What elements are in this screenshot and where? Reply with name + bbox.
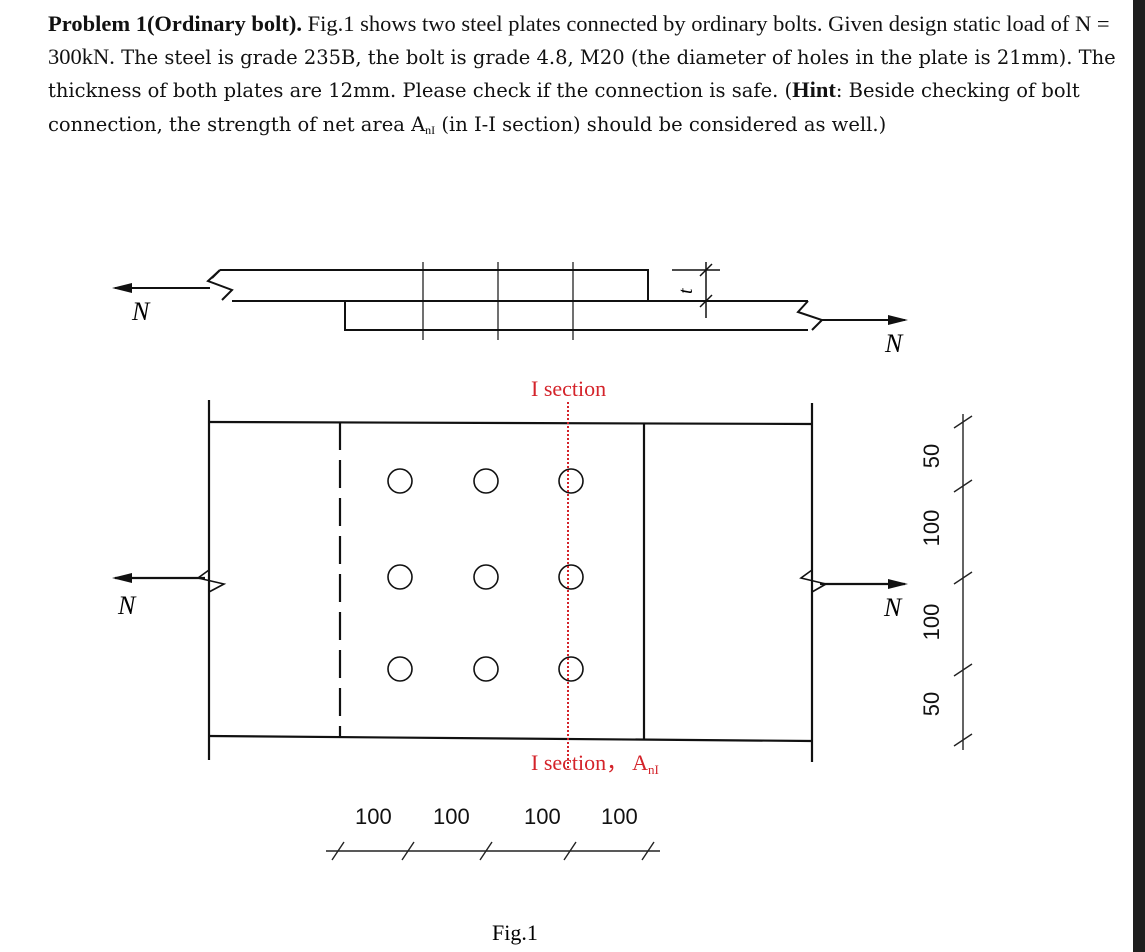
vertical-dimension-labels: 50 100 100 50 [919, 444, 944, 716]
problem-title: Problem 1(Ordinary bolt). [48, 11, 302, 36]
vertical-dimension-chain [953, 414, 973, 750]
hint-text: : Beside checking of bolt connection, th… [48, 79, 1080, 136]
upper-plate-break [206, 269, 234, 301]
figure-caption: Fig.1 [492, 920, 538, 945]
bolt-hole [558, 468, 584, 494]
side-left-force-label: N [131, 297, 151, 326]
dim-h-3: 100 [524, 804, 561, 829]
horizontal-dimension-labels: 100 100 100 100 [355, 804, 638, 829]
side-right-force-label: N [884, 329, 904, 358]
net-area-symbol: A [632, 750, 648, 775]
thickness-dimension [672, 262, 720, 318]
dim-h-2: 100 [433, 804, 470, 829]
plan-right-force-arrowhead [888, 579, 908, 589]
bolt-hole [387, 564, 413, 590]
lower-plate-break [796, 300, 824, 331]
dim-v-2: 100 [919, 510, 944, 547]
plan-left-force-label: N [117, 591, 137, 620]
left-force-arrowhead [112, 283, 132, 293]
hint-subscript: nI [425, 122, 436, 137]
section-bottom-text: I section， [531, 750, 628, 775]
plan-left-break [196, 569, 227, 593]
right-force-arrowhead [888, 315, 908, 325]
plan-right-force-label: N [883, 593, 903, 622]
dim-v-3: 100 [919, 604, 944, 641]
bolt-hole [387, 468, 413, 494]
side-view [112, 262, 908, 340]
bolt-hole [473, 656, 499, 682]
bolt-hole [387, 656, 413, 682]
horizontal-dimension-chain [326, 841, 660, 861]
bolt-holes [387, 468, 584, 682]
window-edge [1133, 0, 1145, 952]
section-bottom-label: I section，AnI [531, 750, 659, 777]
problem-sentence-1: Fig.1 shows two steel plates connected b… [48, 11, 1110, 69]
plan-view [112, 400, 908, 762]
thickness-label: t [675, 288, 697, 294]
lower-plate-outline [344, 300, 808, 331]
bolt-hole [558, 656, 584, 682]
dim-h-4: 100 [601, 804, 638, 829]
dim-v-1: 50 [919, 444, 944, 468]
hint-end: (in I-I section) should be considered as… [435, 112, 887, 136]
section-top-label: I section [531, 376, 606, 401]
upper-plate-outline [211, 269, 649, 302]
bolt-center-lines [422, 262, 574, 340]
plan-top-edge [208, 420, 813, 426]
plan-left-force-arrowhead [112, 573, 132, 583]
hint-label: Hint [792, 77, 836, 102]
bolt-hole [558, 564, 584, 590]
dim-v-4: 50 [919, 692, 944, 716]
problem-statement: Problem 1(Ordinary bolt). Fig.1 shows tw… [48, 8, 1118, 146]
problem-sentence-2: The steel is grade 235B, the bolt is gra… [48, 45, 1116, 103]
bolt-hole [473, 468, 499, 494]
bolt-hole [473, 564, 499, 590]
plan-right-break [799, 569, 829, 593]
net-area-subscript: nI [648, 762, 659, 777]
dim-h-1: 100 [355, 804, 392, 829]
plan-bottom-edge [208, 734, 813, 743]
